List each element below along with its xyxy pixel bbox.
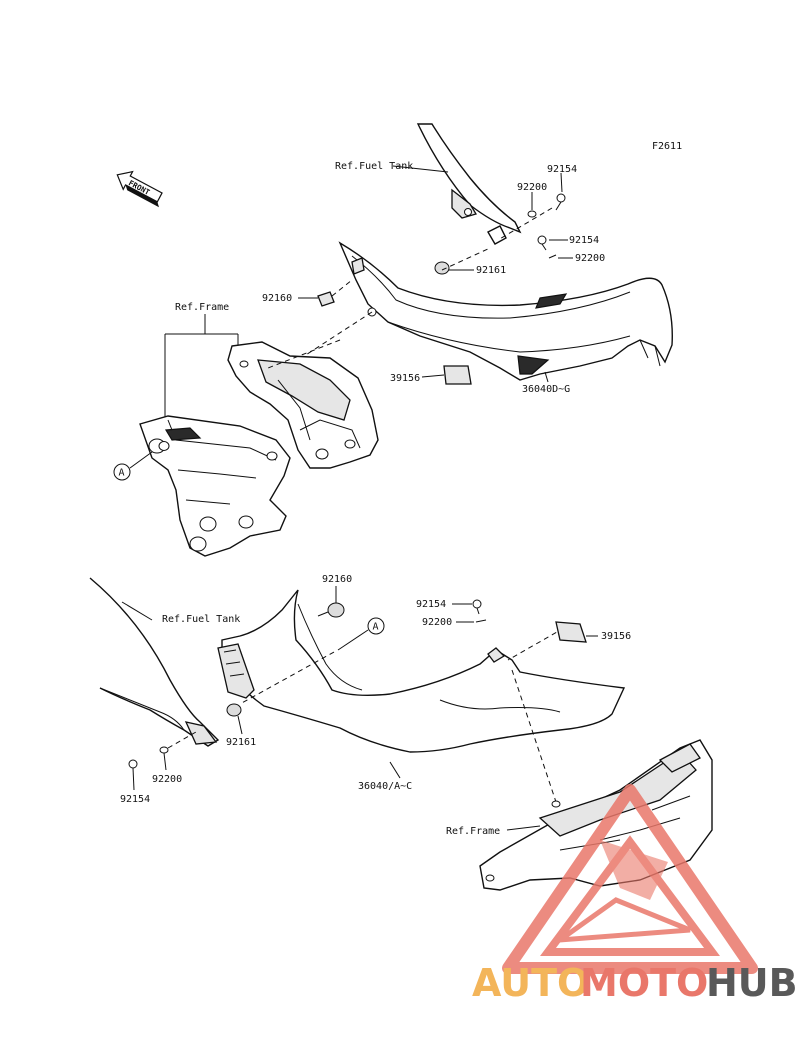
watermark-moto: MOTO: [580, 961, 708, 1005]
dash-upper-3: [331, 279, 353, 297]
upper-label-92200-a: 92200: [517, 182, 547, 193]
lower-assembly: Ref.Fuel Tank 92160 A: [89, 574, 713, 891]
leader-36040-upper: [544, 371, 549, 383]
lower-washer-92200-a: 92200: [422, 617, 487, 628]
lower-label-92200-b: 92200: [152, 774, 182, 785]
upper-grommet-92161: 92161: [434, 261, 506, 276]
lower-label-92154-a: 92154: [416, 599, 446, 610]
upper-washer-92200-b: 92200: [548, 253, 605, 264]
leader-ref-fuel-tank-upper: [392, 165, 449, 173]
lower-bolt-92154-a: 92154: [416, 599, 482, 615]
upper-label-92160: 92160: [262, 293, 292, 304]
upper-bolt-92154-a: 92154: [547, 164, 577, 211]
lower-grommet-92161: 92161: [226, 703, 256, 748]
lower-grommet-92160: 92160: [317, 574, 352, 618]
lower-label-92154-b: 92154: [120, 794, 150, 805]
lower-label-36040: 36040/A~C: [358, 781, 412, 792]
figure-code: F2611: [652, 141, 682, 152]
upper-label-92161: 92161: [476, 265, 506, 276]
lower-callout-a: A: [337, 617, 385, 651]
lower-bolt-92154-b: 92154: [120, 759, 150, 805]
lower-label-92161: 92161: [226, 737, 256, 748]
upper-nut-92160: 92160: [262, 291, 335, 307]
lower-ref-frame-label: Ref.Frame: [446, 826, 500, 837]
front-arrow-icon: FRONT: [116, 170, 163, 208]
lower-ref-fuel-tank-label: Ref.Fuel Tank: [162, 614, 240, 625]
lower-callout-a-label: A: [373, 622, 379, 633]
lower-fuel-tank: [89, 577, 220, 747]
upper-frame-bracket-front: [139, 415, 291, 557]
upper-fuel-tank: [416, 123, 522, 245]
dash-lower-2: [507, 627, 565, 661]
upper-ref-frame-label: Ref.Frame: [175, 302, 229, 313]
dash-upper-1: [497, 207, 553, 241]
dash-upper-5: [267, 339, 341, 369]
upper-label-92200-b: 92200: [575, 253, 605, 264]
upper-label-92154-a: 92154: [547, 164, 577, 175]
watermark-auto: AUTO: [472, 961, 589, 1005]
dash-lower-4: [167, 731, 197, 749]
upper-frame-bracket-rear: [227, 341, 379, 469]
upper-assembly: Ref.Fuel Tank 39156 36040D~G 92154: [113, 123, 673, 557]
upper-side-cover: [338, 241, 673, 381]
leader-ref-frame-upper: [164, 314, 239, 420]
upper-callout-a-label: A: [119, 468, 125, 479]
lower-part-39156: 39156: [555, 621, 631, 643]
watermark-logo: [502, 784, 758, 974]
upper-callout-a: A: [113, 451, 153, 481]
watermark-text: AUTO MOTO HUB: [472, 961, 798, 1005]
leader-36040-lower: [389, 761, 401, 779]
upper-label-92154-b: 92154: [569, 235, 599, 246]
upper-bolt-92154-b: 92154: [537, 235, 599, 251]
lower-side-cover: [217, 589, 626, 753]
upper-part-39156: 39156: [390, 365, 472, 385]
lower-frame: [479, 739, 713, 891]
lower-label-92200-a: 92200: [422, 617, 452, 628]
watermark-hub: HUB: [706, 961, 798, 1005]
lower-label-39156: 39156: [601, 631, 631, 642]
leader-ref-fuel-tank-lower: [121, 601, 153, 621]
upper-washer-92200-a: 92200: [517, 182, 547, 218]
leader-ref-frame-lower: [506, 825, 541, 831]
upper-label-39156: 39156: [390, 373, 420, 384]
dash-upper-4: [294, 311, 373, 363]
upper-label-36040: 36040D~G: [522, 384, 570, 395]
lower-label-92160: 92160: [322, 574, 352, 585]
upper-ref-fuel-tank-label: Ref.Fuel Tank: [335, 161, 413, 172]
lower-washer-92200-b: 92200: [152, 746, 182, 785]
